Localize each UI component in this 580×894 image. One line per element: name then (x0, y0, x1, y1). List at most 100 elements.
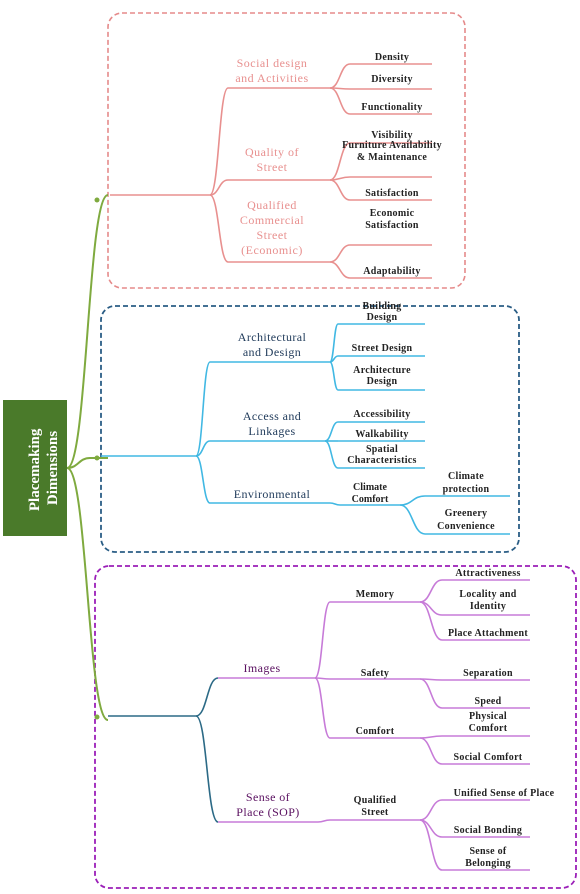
imageability-subcategory: Safety (361, 668, 389, 679)
sociability-category-3-line-2: Commercial (240, 213, 304, 227)
sociability-category-1-line-1: Social design (237, 56, 308, 70)
sociability-leaf-connector (329, 244, 351, 263)
sociability-leaf: Visibility (371, 130, 413, 141)
imageability-category-2-line-2: Place (SOP) (236, 805, 299, 819)
imageability-category-2-line-1: Sense of (246, 790, 290, 804)
physical-leaf: Walkability (355, 429, 408, 440)
sociability-leaf-line-1: Functionality (361, 102, 422, 113)
physical-leaf-connector (329, 323, 339, 363)
sociability-leaf-connector (329, 142, 351, 181)
physical-subcategory-line-1: Climate (353, 482, 387, 493)
physical-leaf-line-2: Convenience (437, 521, 495, 532)
sociability-leaf: Diversity (371, 74, 413, 85)
root-label-line-1: Placemaking (27, 428, 43, 511)
imageability-leaf-line-1: Sense of (469, 846, 506, 857)
imageability-leaf-line-1: Attractiveness (455, 568, 520, 579)
sociability-branch (209, 87, 229, 196)
physical-leaf: Accessibility (353, 409, 410, 420)
imageability-leaf-line-1: Physical (469, 711, 507, 722)
imageability-leaf-connector (419, 799, 443, 821)
sociability-category-2-line-2: Street (257, 160, 288, 174)
imageability-subcategory-line-1: Qualified (354, 795, 397, 806)
sociability-leaf-connector (329, 179, 351, 201)
physical-category-2-line-2: Linkages (248, 424, 295, 438)
imageability-group-box (94, 565, 577, 889)
imageability-leaf-line-2: Belonging (465, 858, 511, 869)
sociability-group-box (107, 12, 466, 289)
trunk-sociability (66, 194, 109, 469)
imageability-leaf: Place Attachment (448, 628, 528, 639)
physical-category-2-line-1: Access and (243, 409, 301, 423)
sociability-leaf-connector (329, 261, 351, 279)
root-node (3, 400, 67, 536)
physical-leaf-line-1: Climate (448, 471, 484, 482)
sociability-branch (209, 179, 229, 196)
imageability-leaf-line-2: Comfort (469, 723, 508, 734)
imageability-subcategory: Comfort (356, 726, 395, 737)
physical-leaf-line-1: Walkability (355, 429, 408, 440)
imageability-leaf-line-2: Identity (470, 601, 506, 612)
sociability-leaf: Density (375, 52, 409, 63)
imageability-sub-connector (314, 677, 331, 739)
sociability-leaf-line-2: & Maintenance (357, 152, 428, 163)
physical-leaf-connector (324, 421, 339, 442)
imageability-sub-connector (314, 601, 331, 679)
imageability-subcategory-line-1: Memory (356, 589, 394, 600)
imageability-leaf-line-1: Unified Sense of Place (454, 788, 555, 799)
imageability-leaf-line-1: Separation (463, 668, 513, 679)
physical-leaf-connector (399, 495, 426, 506)
physical-leaf-line-1: Street Design (352, 343, 413, 354)
trunk-dot (94, 714, 100, 720)
physical-category-1-line-2: and Design (243, 345, 301, 359)
imageability-leaf-line-1: Locality and (459, 589, 516, 600)
imageability-leaf-line-1: Social Bonding (454, 825, 522, 836)
sociability-leaf-line-1: Furniture Availability (342, 140, 442, 151)
physical-subcategory-line-2: Comfort (352, 494, 389, 505)
imageability-branch (195, 715, 219, 823)
imageability-subcategory-line-1: Safety (361, 668, 389, 679)
imageability-leaf-connector (419, 819, 443, 871)
sociability-leaf-line-1: Density (375, 52, 409, 63)
physical-category-3-line-1: Environmental (234, 487, 311, 501)
trunk-dot (94, 455, 100, 461)
imageability-leaf-line-1: Place Attachment (448, 628, 528, 639)
sociability-leaf-line-1: Visibility (371, 130, 413, 141)
imageability-leaf: Speed (474, 696, 501, 707)
physical-leaf-line-1: Architecture (353, 365, 411, 376)
sociability-leaf-line-1: Adaptability (363, 266, 421, 277)
physical-leaf-connector (324, 440, 339, 469)
imageability-subcategory-line-2: Street (361, 807, 389, 818)
sociability-leaf: Satisfaction (365, 188, 419, 199)
physical-leaf: Street Design (352, 343, 413, 354)
sociability-category-3-line-3: Street (257, 228, 288, 242)
imageability-leaf: Social Bonding (454, 825, 522, 836)
imageability-subcategory: Memory (356, 589, 394, 600)
physical-leaf-line-1: Accessibility (353, 409, 410, 420)
imageability-leaf-line-1: Speed (474, 696, 501, 707)
imageability-leaf-connector (419, 735, 443, 739)
physical-leaf-line-2: Characteristics (347, 455, 416, 466)
physical-category-1-line-1: Architectural (238, 330, 307, 344)
sociability-leaf-connector (329, 87, 351, 115)
sociability-leaf-line-1: Economic (370, 208, 415, 219)
imageability-leaf-line-1: Social Comfort (454, 752, 523, 763)
imageability-category-1-line-1: Images (243, 661, 280, 675)
imageability-leaf-connector (419, 678, 443, 709)
physical-branch (195, 361, 211, 457)
trunk-imageability (66, 467, 109, 721)
